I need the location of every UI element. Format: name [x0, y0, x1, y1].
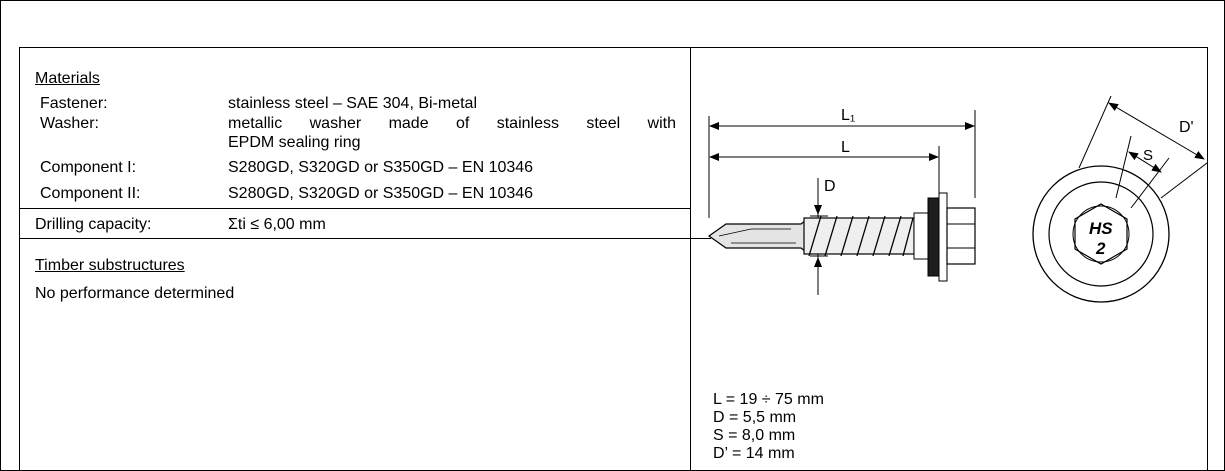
dimension-L-label: L	[841, 139, 850, 156]
head-mark-hs: HS	[1089, 219, 1113, 238]
timber-text: No performance determined	[35, 285, 235, 302]
drilling-capacity-value: Σti ≤ 6,00 mm	[228, 216, 326, 233]
divider	[20, 238, 690, 239]
drilling-capacity-label: Drilling capacity:	[35, 216, 152, 233]
dimension-Dprime-line	[1108, 102, 1205, 160]
screw-head-top-view: HS 2	[1032, 165, 1170, 303]
dimension-Dprime-label: D'	[1179, 119, 1194, 136]
drawing-panel: L₁ L D	[691, 48, 1207, 470]
head-mark-2: 2	[1095, 239, 1106, 258]
divider-stub	[691, 238, 711, 239]
screw-side-view	[707, 192, 976, 282]
fastener-value: stainless steel – SAE 304, Bi-metal	[228, 95, 478, 112]
component-1-value: S280GD, S320GD or S350GD – EN 10346	[228, 159, 534, 176]
spec-length: L = 19 ÷ 75 mm	[713, 391, 824, 408]
washer-value-line2: EPDM sealing ring	[228, 134, 361, 151]
dimension-S-label: S	[1143, 147, 1153, 164]
dimension-S-line	[1128, 151, 1162, 173]
dimension-L1-label: L₁	[841, 107, 855, 124]
spec-washer-diameter: D’ = 14 mm	[713, 445, 795, 462]
dimension-specs: L = 19 ÷ 75 mm D = 5,5 mm S = 8,0 mm D’ …	[713, 391, 824, 463]
properties-panel: Materials Fastener: stainless steel – SA…	[20, 48, 691, 470]
washer-label: Washer:	[40, 115, 99, 132]
component-2-label: Component II:	[40, 185, 141, 202]
product-sheet: Materials Fastener: stainless steel – SA…	[19, 47, 1208, 470]
fastener-label: Fastener:	[40, 95, 108, 112]
timber-heading: Timber substructures	[35, 257, 185, 274]
spec-socket: S = 8,0 mm	[713, 427, 796, 444]
washer-value-line1: metallic washer made of stainless steel …	[228, 115, 676, 132]
component-2-value: S280GD, S320GD or S350GD – EN 10346	[228, 185, 534, 202]
divider	[20, 208, 690, 209]
dimension-D-label: D	[824, 178, 836, 195]
screw-drawing: L₁ L D	[707, 95, 1207, 303]
materials-heading: Materials	[35, 70, 100, 87]
component-1-label: Component I:	[40, 159, 137, 176]
spec-diameter: D = 5,5 mm	[713, 409, 797, 426]
